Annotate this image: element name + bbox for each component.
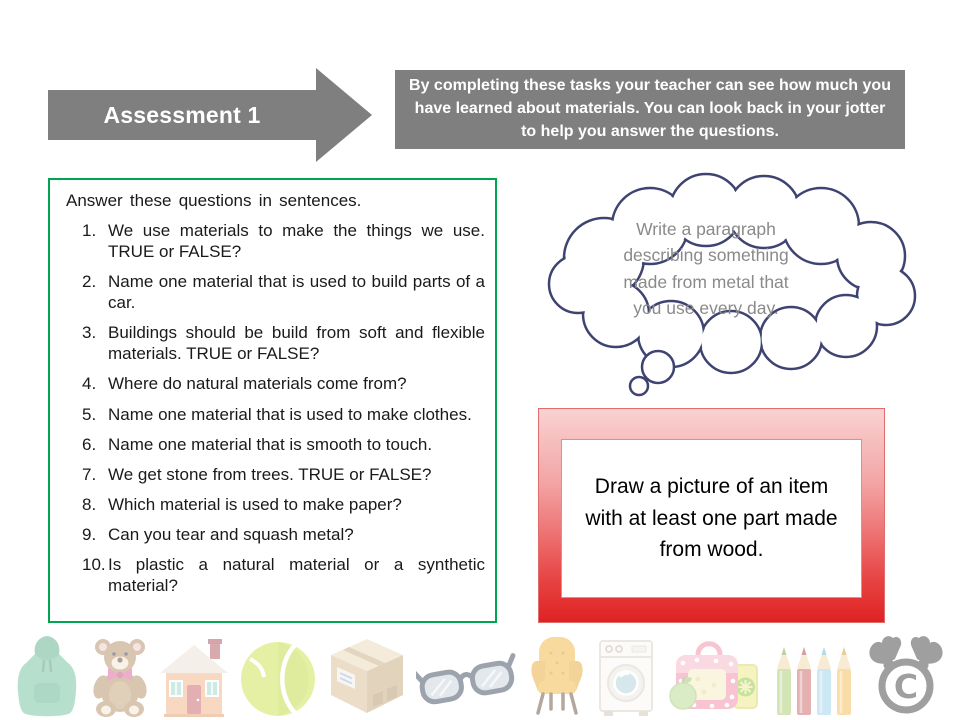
teacher-info-box: By completing these tasks your teacher c… — [395, 70, 905, 149]
teacher-info-text: By completing these tasks your teacher c… — [409, 77, 891, 140]
thought-bubble-cloud-icon — [547, 172, 917, 397]
cardboard-box-icon — [325, 633, 409, 719]
questions-intro: Answer these questions in sentences. — [66, 191, 362, 210]
armchair-icon — [525, 633, 589, 719]
questions-list: We use materials to make the things we u… — [64, 220, 487, 596]
washing-machine-icon — [596, 633, 656, 719]
arrow-head-icon — [316, 68, 372, 162]
tennis-ball-icon — [238, 633, 318, 719]
questions-box: Answer these questions in sentences. We … — [48, 178, 497, 623]
assessment-arrow-body: Assessment 1 — [48, 90, 316, 140]
assessment-arrow-label: Assessment 1 — [103, 101, 261, 128]
copyright-moose-logo-icon: C — [864, 633, 948, 719]
question-item: Where do natural materials come from? — [82, 373, 407, 394]
materials-clipart-row: C — [0, 629, 960, 719]
question-item: Name one material that is smooth to touc… — [82, 434, 433, 455]
teddy-bear-icon — [89, 633, 151, 719]
question-item: We use materials to make the things we u… — [82, 220, 485, 262]
lunch-bag-icon — [664, 633, 766, 719]
glasses-icon — [411, 633, 518, 719]
question-item: Can you tear and squash metal? — [82, 524, 354, 545]
question-item: We get stone from trees. TRUE or FALSE? — [82, 464, 432, 485]
svg-text:C: C — [894, 667, 918, 706]
question-item: Is plastic a natural material or a synth… — [82, 554, 485, 596]
house-icon — [158, 633, 230, 719]
hoodie-icon — [12, 633, 82, 719]
colored-pencils-icon — [773, 633, 857, 719]
assessment-arrow: Assessment 1 — [48, 68, 372, 162]
question-item: Which material is used to make paper? — [82, 494, 402, 515]
question-item: Name one material that is used to make c… — [82, 404, 472, 425]
question-item: Name one material that is used to build … — [82, 271, 485, 313]
question-item: Buildings should be build from soft and … — [82, 322, 485, 364]
